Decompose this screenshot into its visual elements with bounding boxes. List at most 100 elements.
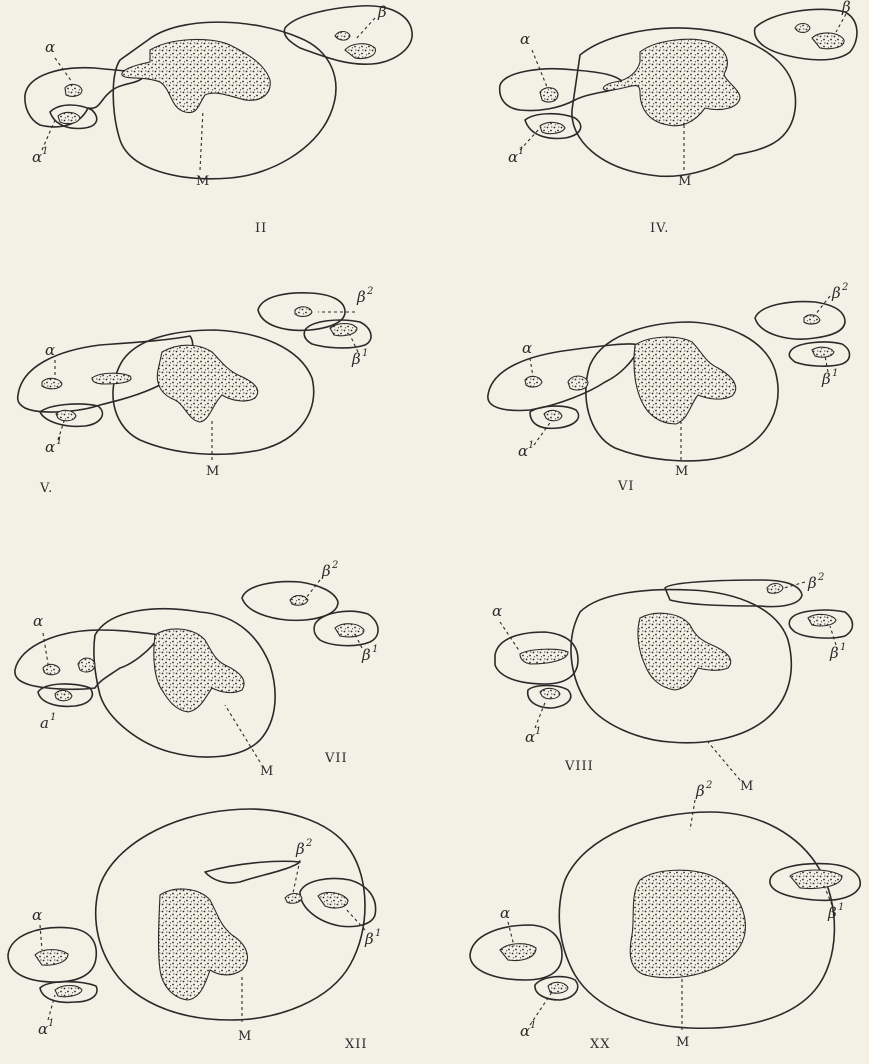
beta2-label: β xyxy=(831,284,841,302)
beta1-superscript: 1 xyxy=(362,348,368,359)
alpha-leader xyxy=(43,633,48,664)
beta1-core xyxy=(335,624,364,637)
alpha1-core xyxy=(55,986,82,997)
alpha1-superscript: 1 xyxy=(518,146,524,157)
alpha1-label: α xyxy=(520,1022,530,1040)
alpha-label: α xyxy=(32,906,42,924)
alpha1-leader xyxy=(534,420,552,445)
beta-core-b xyxy=(812,33,844,49)
alpha1-core xyxy=(544,410,562,420)
alpha-section-outline xyxy=(488,344,640,411)
alpha-leader xyxy=(530,358,533,377)
alpha1-superscript: 1 xyxy=(56,436,62,447)
alpha1-label: α xyxy=(32,148,42,166)
alpha1-core xyxy=(58,112,80,123)
alpha1-core xyxy=(540,122,565,133)
beta-label: β xyxy=(841,0,851,16)
beta1-core xyxy=(790,870,842,889)
alpha1-superscript: 1 xyxy=(535,726,541,737)
M-leader xyxy=(708,742,740,780)
panel-XII: α α 1 β 2 β 1 M XII xyxy=(8,809,381,1052)
alpha-label: α xyxy=(33,612,43,630)
beta2-section-outline xyxy=(665,580,802,607)
alpha1-superscript: 1 xyxy=(528,440,534,451)
panel-title: IV. xyxy=(650,221,669,236)
beta2-section-outline xyxy=(755,302,845,340)
beta2-label: β xyxy=(295,840,305,858)
beta2-flap-outline xyxy=(205,861,300,883)
beta-core-a xyxy=(335,32,350,41)
alpha1-label: α xyxy=(518,442,528,460)
beta2-label: β xyxy=(356,288,366,306)
beta1-label: β xyxy=(829,644,839,662)
beta-core-a xyxy=(795,24,810,33)
alpha-core xyxy=(525,376,542,387)
beta-section-outline xyxy=(755,9,857,60)
M-label: M xyxy=(678,174,691,189)
panel-title: VIII xyxy=(564,759,594,774)
M-label: M xyxy=(676,1035,689,1050)
alpha-label: α xyxy=(45,38,55,56)
beta2-superscript: 2 xyxy=(331,560,338,571)
alpha-core-b xyxy=(92,373,131,384)
alpha-core xyxy=(520,649,568,664)
M-label: M xyxy=(260,764,273,779)
alpha1-label: a xyxy=(40,714,49,732)
beta2-superscript: 2 xyxy=(366,286,373,297)
beta1-label: β xyxy=(827,904,837,922)
beta1-superscript: 1 xyxy=(375,928,381,939)
beta2-label: β xyxy=(807,574,817,592)
panel-VIII: α α 1 β 2 β 1 M VIII xyxy=(492,572,853,794)
beta1-core xyxy=(812,347,834,357)
alpha-core-b xyxy=(78,658,95,672)
beta1-core xyxy=(330,324,357,336)
panel-title: VII xyxy=(324,751,348,766)
alpha-core xyxy=(65,84,82,96)
M-label: M xyxy=(675,464,688,479)
M-label: M xyxy=(206,464,219,479)
beta2-superscript: 2 xyxy=(817,572,824,583)
alpha-label: α xyxy=(45,341,55,359)
panel-VII: α a 1 β 2 β 1 M VII xyxy=(15,560,378,779)
beta-core-b xyxy=(345,44,375,59)
alpha1-core xyxy=(55,690,72,700)
alpha1-superscript: 1 xyxy=(48,1018,54,1029)
main-core xyxy=(154,629,244,712)
alpha-leader xyxy=(500,622,520,652)
alpha1-superscript: 1 xyxy=(50,712,56,723)
alpha1-core xyxy=(540,688,560,698)
panel-IV: α α 1 β M IV. xyxy=(500,0,857,236)
beta2-label: β xyxy=(695,782,705,800)
M-leader xyxy=(200,110,203,170)
alpha-label: α xyxy=(500,904,510,922)
panel-II: α α 1 β M II xyxy=(25,3,412,236)
beta1-leader xyxy=(830,626,836,645)
beta1-core xyxy=(808,614,836,626)
beta1-superscript: 1 xyxy=(840,642,846,653)
alpha1-label: α xyxy=(525,728,535,746)
alpha-core xyxy=(35,950,68,966)
alpha1-label: α xyxy=(508,148,518,166)
beta-leader xyxy=(355,18,375,40)
alpha-core xyxy=(42,378,62,388)
beta-leader xyxy=(836,14,846,32)
M-leader xyxy=(225,705,260,762)
alpha1-core xyxy=(548,982,568,993)
beta1-label: β xyxy=(351,350,361,368)
panel-title: XX xyxy=(590,1037,611,1052)
alpha-label: α xyxy=(492,602,502,620)
panel-VI: α α 1 β 2 β 1 M VI xyxy=(488,282,850,494)
main-section-outline xyxy=(96,809,365,1020)
beta2-core xyxy=(290,596,308,606)
panel-title: XII xyxy=(345,1037,368,1052)
beta2-leader xyxy=(690,800,695,830)
panel-V: α α 1 β 2 β 1 M V. xyxy=(18,286,374,496)
beta2-core xyxy=(804,315,820,324)
beta1-label: β xyxy=(821,370,831,388)
beta2-superscript: 2 xyxy=(841,282,848,293)
main-core xyxy=(122,39,270,112)
beta2-core xyxy=(295,307,312,317)
alpha-core xyxy=(500,944,536,961)
beta1-label: β xyxy=(364,930,374,948)
